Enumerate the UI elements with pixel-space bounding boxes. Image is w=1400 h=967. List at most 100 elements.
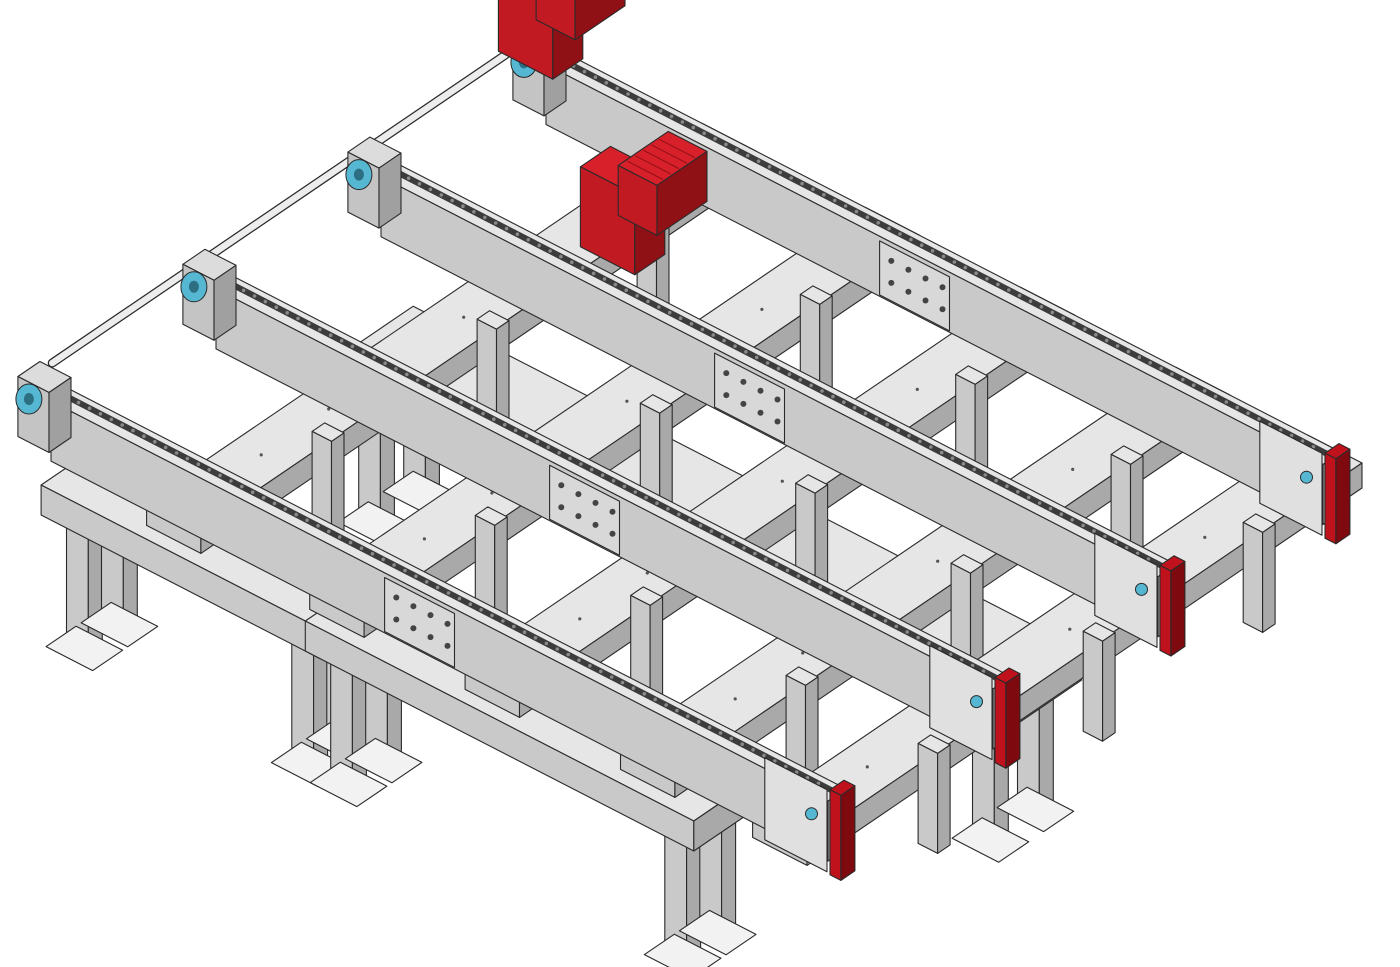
motor-fin (626, 160, 664, 180)
chain-link (700, 327, 705, 332)
splice-bolt (922, 275, 929, 282)
chain-link (406, 176, 411, 180)
chain-link (544, 641, 549, 646)
chain-link (372, 355, 377, 360)
chain-link (733, 344, 737, 349)
splice-bolt (427, 634, 434, 641)
chain-link (829, 591, 833, 595)
chain-icon (223, 278, 1004, 684)
splice-bolt (393, 616, 400, 623)
splice-plate (549, 464, 621, 556)
chain-link (604, 81, 609, 85)
chain-link (930, 249, 935, 253)
splice-bolt (575, 491, 582, 498)
conveyor-track-4 (510, 24, 1351, 545)
chain-link (392, 563, 396, 567)
tail-bearing (1135, 582, 1148, 596)
chain-link (667, 310, 672, 315)
chain-link (1235, 405, 1239, 410)
bolt-hole (259, 453, 263, 457)
bolt-hole (780, 479, 784, 483)
chain-link (1083, 327, 1087, 332)
chain-link (753, 551, 757, 556)
cross-beam-leg-2 (950, 554, 984, 674)
chain-link (350, 344, 355, 349)
chain-link (686, 714, 690, 718)
chain-link (615, 86, 619, 91)
chain-link (707, 725, 712, 730)
chain-link (1104, 338, 1109, 343)
bolt-hole (422, 537, 426, 541)
tail-guard-end (840, 785, 856, 881)
splice-bolt (774, 418, 781, 425)
chain-link (526, 238, 531, 242)
chain-link (405, 372, 409, 377)
chain-link (512, 624, 516, 629)
chain-link (822, 193, 826, 197)
chain-link (600, 473, 605, 478)
chain-link (669, 114, 674, 119)
chain-link (729, 736, 734, 741)
chain-link (1159, 366, 1163, 371)
splice-bolt (888, 257, 895, 264)
chain-link (472, 210, 476, 214)
chain-link (731, 540, 735, 545)
bolt-hole (490, 491, 494, 495)
chain-link (624, 288, 628, 293)
bolt-hole (625, 399, 629, 403)
chain-link (861, 607, 866, 612)
chain-link (885, 422, 890, 427)
gear-motor-2 (579, 130, 708, 276)
chain-link (972, 467, 977, 472)
chain-link (1005, 484, 1009, 489)
chain-link (658, 109, 663, 113)
cross-beam-leg-1 (917, 734, 951, 854)
bolt-hole (578, 617, 582, 621)
cross-beam-leg-1-front (917, 742, 939, 854)
chain-icon (388, 165, 1169, 572)
chain-link (426, 383, 431, 388)
chain-link (637, 97, 641, 102)
chain-link (918, 439, 922, 444)
chain-link (724, 142, 728, 147)
chain-link (620, 680, 625, 685)
chain-link (394, 367, 398, 371)
chain-link (424, 580, 429, 584)
splice-bolt (888, 279, 895, 286)
chain-link (646, 299, 650, 304)
splice-bolt (740, 378, 747, 385)
bearing-core (23, 393, 34, 405)
chain-link (785, 568, 790, 573)
chain-link (588, 664, 592, 668)
chain-link (613, 282, 618, 287)
chain-link (1170, 372, 1174, 376)
chain-icon (553, 53, 1334, 460)
conveyor-track-2 (180, 248, 1021, 769)
tail-end (929, 645, 1021, 769)
bolt-hole (936, 559, 940, 563)
chain-link (1070, 518, 1074, 522)
chain-link (754, 355, 759, 360)
chain-link (909, 237, 913, 242)
bolt-hole (733, 697, 737, 701)
chain-link (98, 412, 103, 416)
chain-link (1094, 333, 1098, 337)
chain-link (414, 574, 418, 578)
chain-link (698, 523, 703, 528)
bolt-hole (1068, 627, 1072, 631)
chain-link (263, 299, 268, 304)
chain-link (383, 361, 387, 366)
chain-link (907, 434, 911, 438)
chain-link (120, 423, 124, 427)
splice-plate-icon (549, 464, 621, 556)
splice-bolt (723, 392, 730, 399)
drive-shaft (48, 23, 551, 367)
chain-link (535, 439, 540, 444)
cross-beam-leg-1-end (937, 744, 951, 854)
chain-link (1257, 417, 1261, 421)
chain-link (831, 394, 835, 399)
motor-body (535, 0, 626, 41)
cross-beam-leg-2 (639, 394, 673, 514)
